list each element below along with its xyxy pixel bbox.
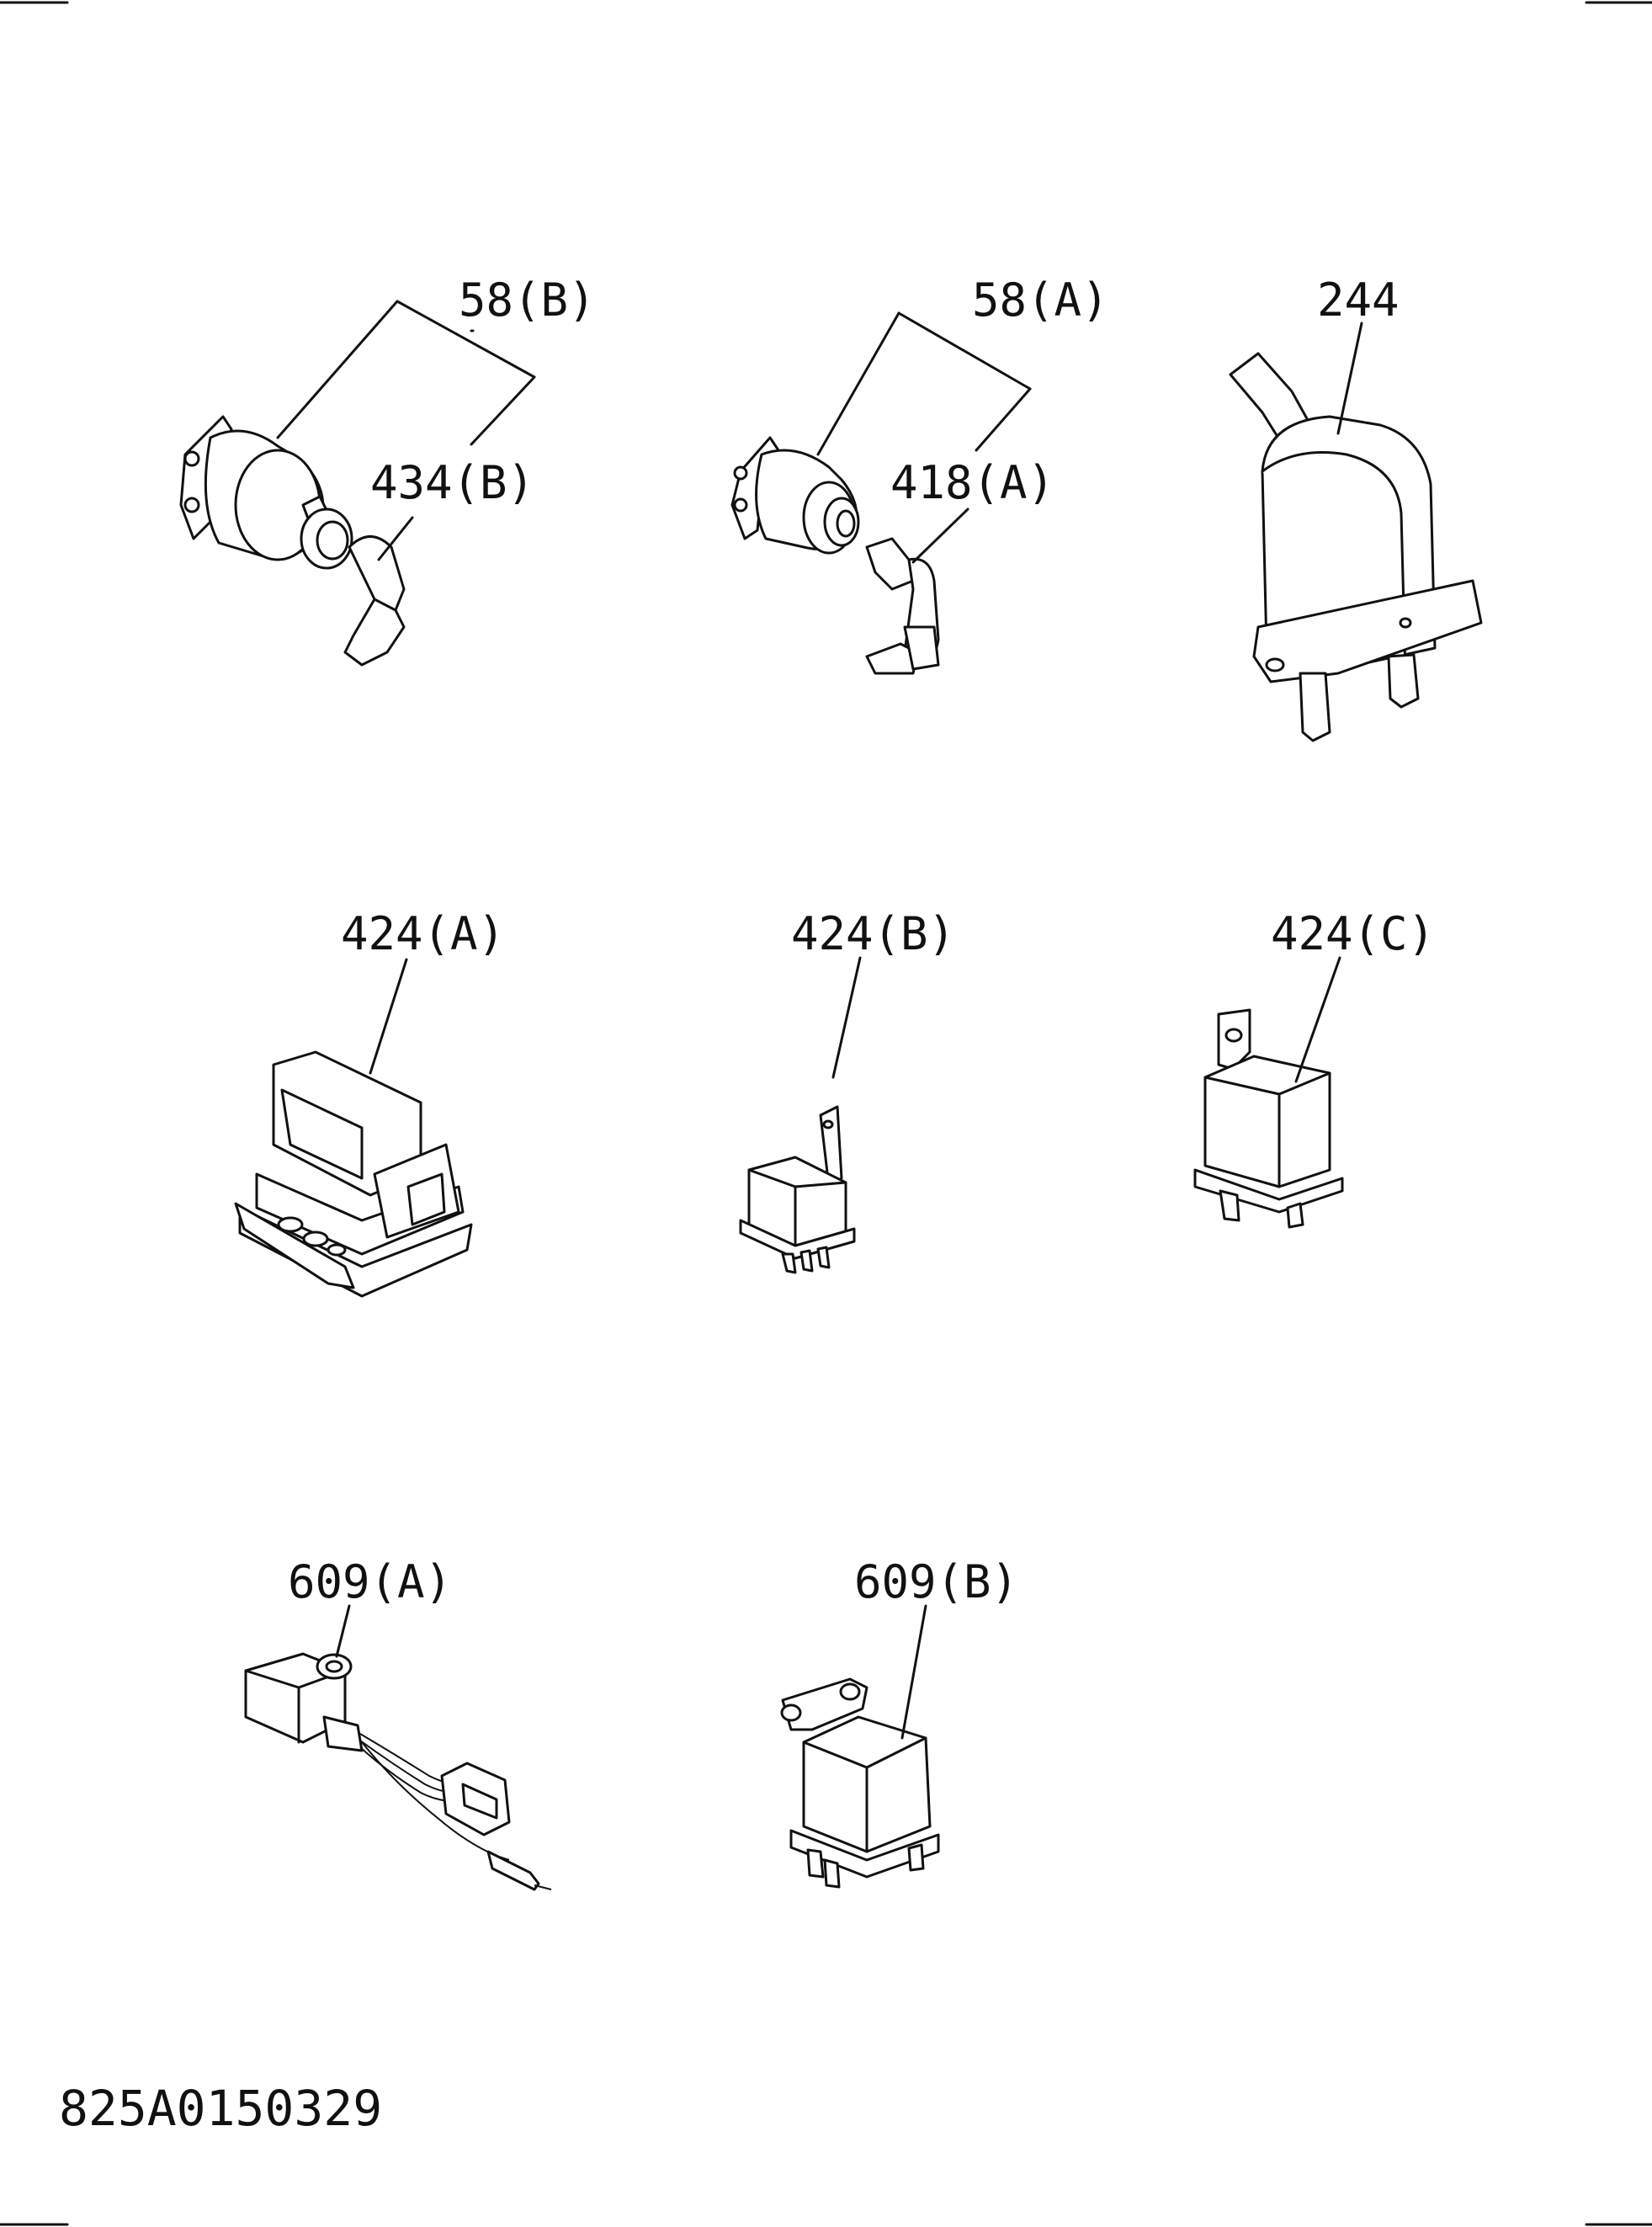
callout-434b: 434(B) [370,456,534,509]
leader-58b [276,300,536,446]
leader-434b [377,516,414,561]
controller-609a [244,1652,552,1891]
callout-424a: 424(A) [341,907,505,960]
key-switch-58a [730,436,940,675]
key-switch-58b [179,415,406,667]
leader-424b [831,956,862,1079]
callout-424b: 424(B) [791,907,955,960]
document-number: 825A0150329 [59,2080,382,2137]
leader-58a [816,311,1032,456]
relay-424c [1193,1008,1344,1229]
callout-418a: 418(A) [890,456,1054,509]
leader-424c [1294,956,1341,1083]
callout-58a: 58(A) [972,274,1109,327]
callout-244: 244 [1317,274,1400,327]
relay-609b [780,1677,940,1889]
leader-244 [1336,322,1363,435]
leader-609a [335,1604,351,1658]
callout-609b: 609(B) [854,1555,1018,1608]
relay-424a [234,1050,473,1298]
battery-switch-244 [1229,352,1483,742]
callout-424c: 424(C) [1271,907,1435,960]
callout-609a: 609(A) [288,1555,452,1608]
callout-58b: 58(B) [459,274,596,327]
leader-424a [369,958,408,1075]
relay-424b [739,1105,856,1274]
leader-418a [911,508,969,564]
leader-609b [900,1604,927,1740]
